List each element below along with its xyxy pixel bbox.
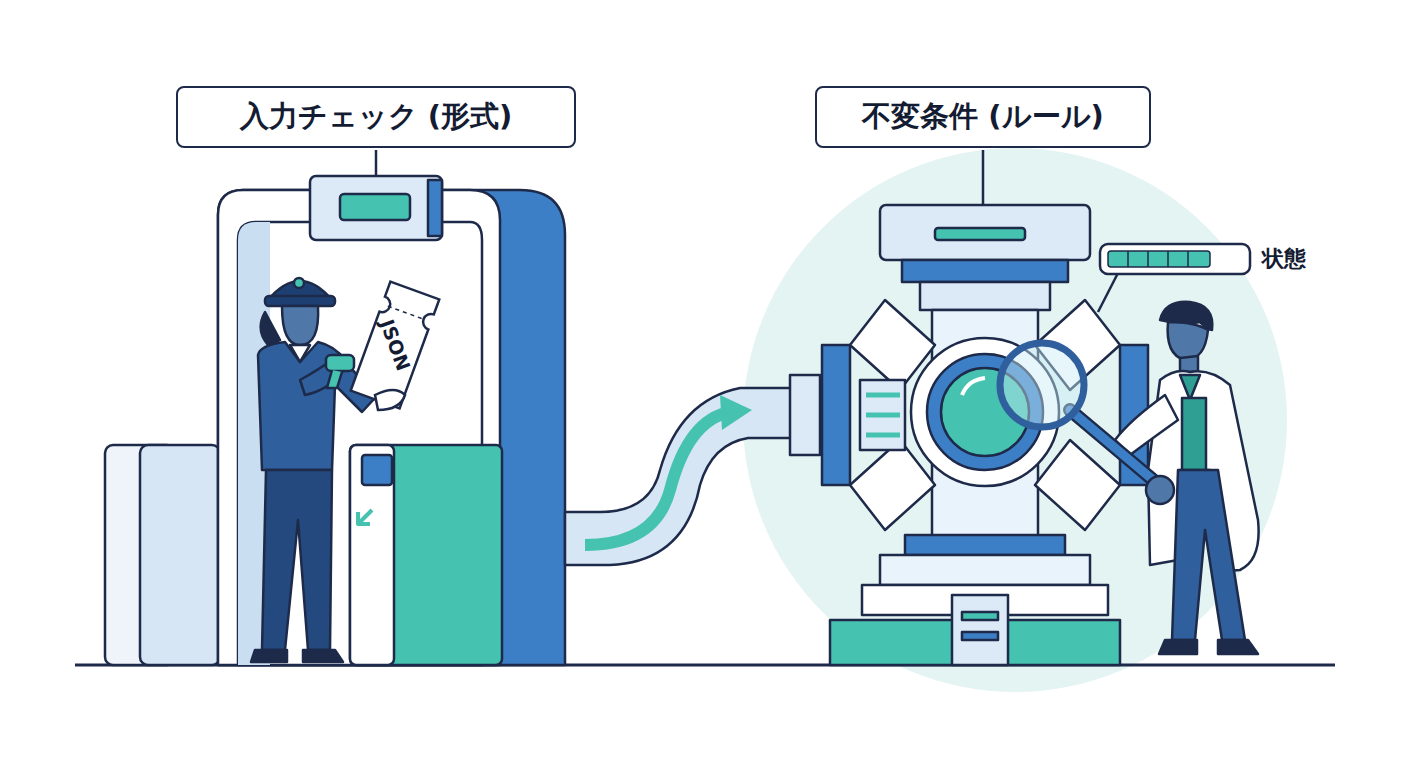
flow-pipe	[565, 388, 795, 565]
scientist-figure	[1159, 640, 1258, 654]
invariant-machine	[880, 205, 1090, 260]
guard-figure	[251, 650, 343, 662]
gauge-segments	[1128, 251, 1188, 267]
heading-box: 入力チェック (形式)	[176, 86, 576, 148]
scientist-figure	[1182, 398, 1206, 470]
guard-figure	[251, 278, 375, 662]
security-gate	[310, 176, 442, 240]
invariant-machine	[790, 375, 820, 455]
heading-text: 不変条件 (ルール)	[862, 97, 1104, 137]
gauge-segments	[1127, 251, 1129, 267]
guard-figure	[258, 342, 375, 470]
invariant-machine	[866, 395, 900, 435]
magnifying-glass	[1146, 476, 1174, 504]
guard-figure	[282, 306, 318, 345]
state-gauge	[1100, 244, 1250, 274]
guard-figure	[327, 370, 342, 388]
heading-text: 入力チェック (形式)	[240, 97, 513, 137]
scientist-figure	[1180, 356, 1198, 372]
invariant-machine	[880, 555, 1090, 585]
state-label: 状態	[1262, 244, 1306, 274]
guard-figure	[261, 312, 280, 345]
invariant-machine	[962, 378, 985, 395]
scientist-figure	[1172, 470, 1245, 640]
security-gate	[218, 190, 565, 665]
scientist-figure	[1115, 395, 1178, 455]
invariant-machine	[962, 632, 998, 640]
security-gate	[428, 180, 442, 236]
gauge-segments	[1187, 251, 1189, 267]
flow-pipe	[565, 388, 795, 565]
invariant-machine	[920, 282, 1050, 310]
invariant-machine	[902, 260, 1068, 282]
security-gate	[105, 176, 565, 665]
scientist-figure	[1168, 322, 1208, 360]
state-gauge	[1108, 251, 1210, 267]
ticket-text: JSON	[376, 316, 415, 373]
guard-figure	[262, 470, 332, 650]
magnifying-glass	[1000, 343, 1174, 504]
invariant-machine	[905, 535, 1065, 555]
magnifying-glass	[1000, 343, 1084, 427]
flow-pipe	[585, 412, 730, 545]
invariant-machine	[935, 228, 1025, 240]
security-gate	[358, 510, 372, 524]
state-gauge	[1098, 244, 1250, 312]
invariant-machine	[952, 595, 1008, 665]
invariant-machine	[860, 380, 905, 450]
guard-figure	[265, 296, 335, 306]
security-gate	[340, 194, 410, 220]
scientist-figure	[1180, 375, 1200, 400]
leader-line	[375, 150, 378, 176]
flow-pipe	[720, 395, 752, 430]
gauge-segments	[1167, 251, 1169, 267]
state-gauge	[1098, 273, 1118, 312]
guard-figure	[290, 345, 310, 362]
security-gate	[362, 455, 392, 485]
security-gate	[350, 445, 502, 665]
heading-box: 不変条件 (ルール)	[815, 86, 1151, 148]
gauge-segments	[1147, 251, 1149, 267]
scientist-figure	[1115, 302, 1259, 654]
invariant-machine	[962, 612, 998, 620]
guard-figure	[294, 278, 304, 288]
guard-hand	[375, 390, 405, 410]
security-gate	[140, 445, 220, 665]
leader-line	[982, 150, 985, 205]
invariant-machine	[822, 345, 850, 485]
guard-figure	[326, 355, 354, 371]
backdrop-circle	[743, 148, 1287, 692]
security-gate	[350, 445, 394, 665]
